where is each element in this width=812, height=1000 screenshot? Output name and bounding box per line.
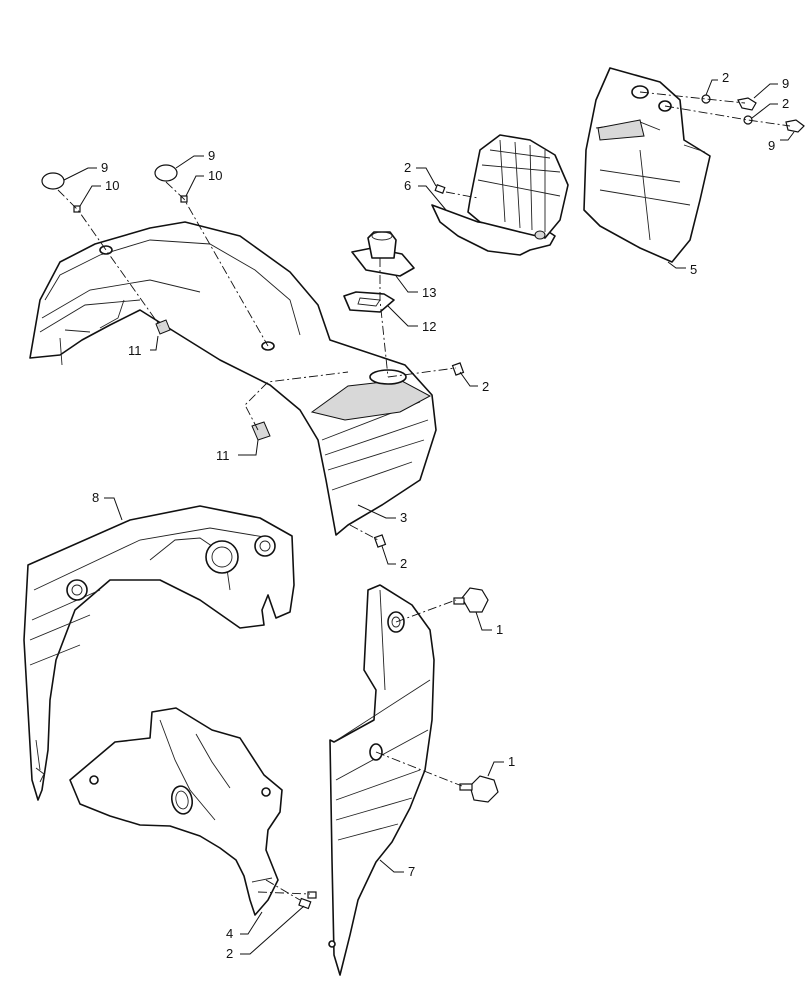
screw-icon: [373, 534, 387, 548]
knob-bolt-icon: [453, 587, 489, 613]
knob-bolt-icon: [459, 775, 499, 803]
round-cap-icon: [154, 164, 178, 182]
callout-11: 11: [128, 343, 142, 358]
part-5-rear-panel: [583, 67, 711, 263]
round-cap-icon: [737, 97, 757, 111]
screw-icon: [451, 362, 465, 376]
callout-3: 3: [400, 510, 407, 525]
part-12-plate: [343, 291, 395, 313]
part-6-cowl: [431, 134, 569, 256]
screw-icon: [307, 891, 317, 899]
callout-4: 4: [226, 926, 233, 941]
callout-9: 9: [782, 76, 789, 91]
callout-7: 7: [408, 864, 415, 879]
assembly-center-lines: [57, 91, 791, 901]
callout-2: 2: [226, 946, 233, 961]
clip-nut-icon: [251, 421, 271, 441]
callout-labels: 9 10 9 10 11 11 2 6 2 9 2 9 5 13 12 2 3 …: [92, 70, 789, 961]
callout-9: 9: [208, 148, 215, 163]
callout-2: 2: [400, 556, 407, 571]
screw-icon: [434, 184, 446, 194]
leader-lines: [63, 79, 795, 955]
clip-nut-icon: [155, 319, 171, 335]
callout-11: 11: [216, 448, 230, 463]
callout-9: 9: [101, 160, 108, 175]
callout-1: 1: [508, 754, 515, 769]
callout-10: 10: [105, 178, 119, 193]
callout-1: 1: [496, 622, 503, 637]
callout-13: 13: [422, 285, 436, 300]
callout-2: 2: [482, 379, 489, 394]
callout-2: 2: [722, 70, 729, 85]
screw-icon: [298, 897, 312, 910]
callout-6: 6: [404, 178, 411, 193]
part-4-inner-panel: [69, 707, 283, 916]
callout-8: 8: [92, 490, 99, 505]
callout-12: 12: [422, 319, 436, 334]
round-cap-icon: [41, 172, 65, 190]
callout-9: 9: [768, 138, 775, 153]
round-cap-icon: [785, 119, 805, 133]
part-13-grommet: [351, 231, 415, 277]
callout-5: 5: [690, 262, 697, 277]
callout-2: 2: [404, 160, 411, 175]
callout-10: 10: [208, 168, 222, 183]
part-8-left-fender: [23, 505, 295, 801]
clip-nut-icon: [73, 205, 81, 213]
part-7-right-fender: [328, 584, 435, 976]
screw-icon: [743, 115, 753, 125]
callout-2: 2: [782, 96, 789, 111]
